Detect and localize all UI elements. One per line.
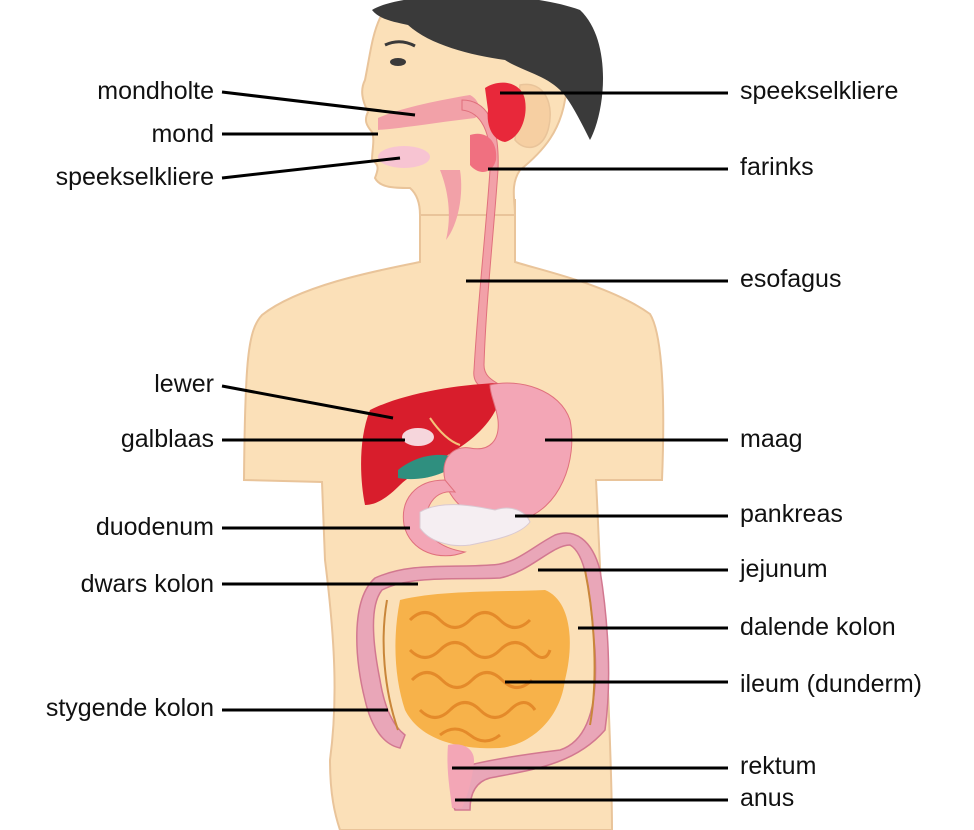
eyebrow bbox=[384, 40, 416, 48]
salivary-gland-lower bbox=[470, 133, 497, 172]
salivary-gland-upper bbox=[485, 82, 526, 142]
duodenum bbox=[402, 479, 467, 557]
gallbladder bbox=[398, 454, 460, 480]
pancreas bbox=[419, 504, 531, 547]
sublingual-gland bbox=[378, 146, 430, 168]
leader-lines bbox=[221, 90, 728, 802]
label-speekselkliere-left: speekselkliere bbox=[55, 163, 214, 191]
small-intestine-coils bbox=[408, 611, 552, 743]
hair bbox=[372, 0, 604, 140]
gallbladder-duct bbox=[402, 428, 434, 446]
label-dalende-kolon: dalende kolon bbox=[740, 613, 896, 641]
eye bbox=[390, 58, 406, 66]
label-mondholte: mondholte bbox=[97, 77, 214, 105]
liver bbox=[361, 383, 501, 505]
leader-mondholte bbox=[221, 90, 416, 117]
leader-lewer bbox=[221, 384, 394, 420]
label-maag: maag bbox=[740, 425, 803, 453]
colon-inner-line bbox=[382, 569, 596, 731]
label-lewer: lewer bbox=[154, 370, 214, 398]
pharynx-tissue bbox=[440, 170, 462, 240]
liver-lobe-line bbox=[429, 417, 461, 446]
label-anus: anus bbox=[740, 784, 795, 812]
label-duodenum: duodenum bbox=[95, 513, 214, 541]
label-jejunum: jejunum bbox=[740, 555, 828, 583]
rectum bbox=[447, 744, 475, 808]
label-ileum: ileum (dunderm) bbox=[740, 670, 923, 698]
organs bbox=[356, 82, 610, 811]
small-intestine bbox=[395, 590, 570, 749]
oral-cavity bbox=[378, 95, 480, 130]
label-rektum: rektum bbox=[740, 752, 817, 780]
label-pankreas: pankreas bbox=[740, 500, 843, 528]
label-dwars-kolon: dwars kolon bbox=[80, 570, 214, 598]
leader-speekselkliere-left bbox=[221, 156, 401, 180]
label-speekselkliere-right: speekselkliere bbox=[740, 77, 899, 105]
label-mond: mond bbox=[151, 120, 214, 148]
label-esofagus: esofagus bbox=[740, 265, 842, 293]
label-stygende-kolon: stygende kolon bbox=[45, 694, 214, 722]
label-galblaas: galblaas bbox=[120, 425, 214, 453]
label-farinks: farinks bbox=[740, 153, 814, 181]
